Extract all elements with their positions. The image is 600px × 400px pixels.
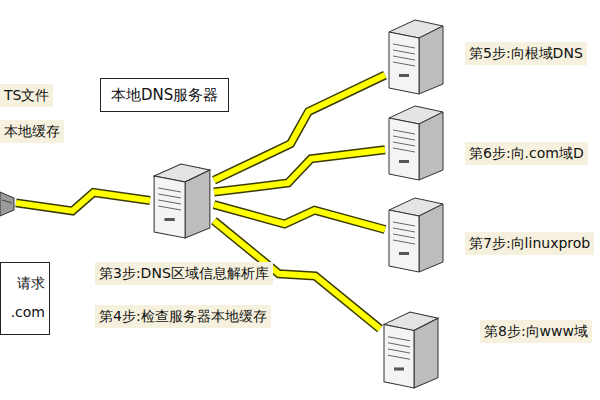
step-label: 第3步:DNS区域信息解析库 xyxy=(95,262,273,285)
hosts-file-label: TS文件 xyxy=(0,84,53,107)
server-icon xyxy=(385,16,447,96)
step-label: 第4步:检查服务器本地缓存 xyxy=(95,305,271,328)
step-label: 第5步:向根域DNS xyxy=(465,42,587,65)
lightning-outline xyxy=(214,150,385,192)
lightning-fill xyxy=(214,150,385,192)
client-computer: TS文件本地缓存请求 .com xyxy=(0,188,16,218)
lightning-link xyxy=(214,150,385,192)
server-icon xyxy=(150,160,214,240)
lightning-fill xyxy=(16,193,150,211)
lightning-outline xyxy=(16,193,150,211)
lightning-outline xyxy=(214,205,385,230)
server-title-box: 本地DNS服务器 xyxy=(100,78,229,112)
computer-icon xyxy=(0,188,16,218)
server-node: 第7步:向linuxprob xyxy=(385,194,447,274)
server-node: 第8步:向www域 xyxy=(380,308,442,390)
step-label: 第6步:向.com域D xyxy=(465,142,588,165)
lightning-link xyxy=(16,193,150,211)
server-node: 第5步:向根域DNS xyxy=(385,16,447,96)
server-icon xyxy=(385,194,447,274)
server-node: 第6步:向.com域D xyxy=(385,102,447,182)
local-cache-label: 本地缓存 xyxy=(0,120,64,143)
request-box: 请求 .com xyxy=(0,262,50,335)
lightning-link xyxy=(214,205,385,230)
server-node: 本地DNS服务器第3步:DNS区域信息解析库第4步:检查服务器本地缓存 xyxy=(150,160,214,240)
lightning-fill xyxy=(214,205,385,230)
step-label: 第8步:向www域 xyxy=(480,320,592,343)
server-icon xyxy=(380,308,442,390)
server-icon xyxy=(385,102,447,182)
step-label: 第7步:向linuxprob xyxy=(465,232,594,255)
